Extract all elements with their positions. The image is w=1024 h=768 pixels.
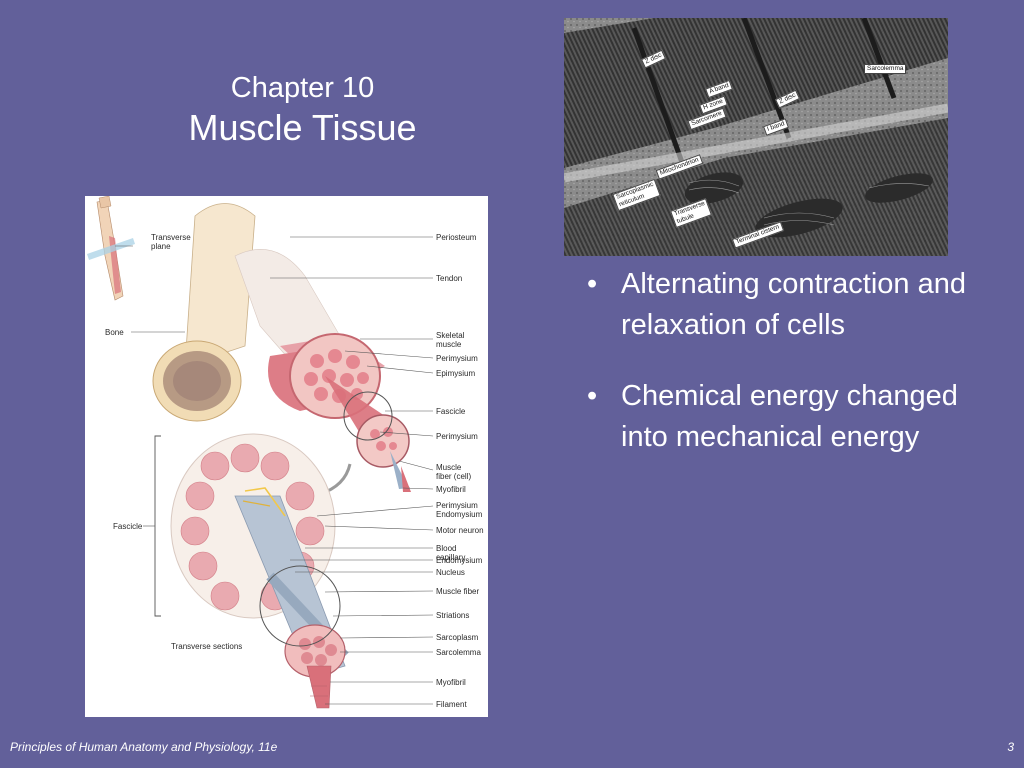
- bullet-icon: •: [587, 268, 598, 300]
- label-myofibril-2: Myofibril: [436, 678, 466, 687]
- transverse-plane-drawing: [87, 238, 135, 260]
- label-striations: Striations: [436, 611, 470, 620]
- bullet-icon: •: [587, 380, 598, 412]
- label-sarcoplasm: Sarcoplasm: [436, 633, 479, 642]
- bone-drawing: [184, 203, 256, 367]
- bullet-item: • Chemical energy changed into mechanica…: [585, 376, 1005, 458]
- fascicle-drawing: [356, 414, 410, 468]
- slide-title-block: Chapter 10 Muscle Tissue: [120, 70, 485, 150]
- label-filament: Filament: [436, 700, 467, 709]
- micro-label-sarcolemma: Sarcolemma: [864, 64, 907, 74]
- muscle-anatomy-illustration: Transverse plane Bone Fascicle Transvers…: [85, 196, 488, 717]
- label-fascicle-right: Fascicle: [436, 407, 466, 416]
- chapter-label: Chapter 10: [230, 72, 375, 104]
- bullet-text: Alternating contraction and relaxation o…: [621, 268, 966, 341]
- slide-title: Muscle Tissue: [188, 107, 417, 148]
- label-muscle-fiber: Muscle fiber: [436, 587, 480, 596]
- label-epimysium: Epimysium: [436, 369, 476, 378]
- bullet-text: Chemical energy changed into mechanical …: [621, 380, 958, 453]
- label-perimysium-1: Perimysium: [436, 354, 478, 363]
- label-endomysium: Endomysium: [436, 556, 483, 565]
- label-blood-capillary: Blood capillary: [436, 544, 466, 562]
- micrograph-drawing: [564, 18, 948, 256]
- leader-lines: [270, 236, 434, 705]
- label-perimysium-2: Perimysium: [436, 432, 478, 441]
- label-muscle-fiber-cell: Muscle fiber (cell): [436, 463, 472, 481]
- label-myofibril-1: Myofibril: [436, 485, 466, 494]
- label-skeletal-muscle: Skeletal muscle: [436, 331, 465, 349]
- label-transverse-sections: Transverse sections: [171, 642, 243, 651]
- bullet-list: • Alternating contraction and relaxation…: [585, 264, 1005, 488]
- label-periosteum: Periosteum: [436, 233, 477, 242]
- bullet-item: • Alternating contraction and relaxation…: [585, 264, 1005, 346]
- label-fascicle-left: Fascicle: [113, 522, 143, 531]
- label-transverse-plane: Transverse plane: [151, 233, 191, 251]
- anatomy-drawing: [87, 196, 434, 709]
- label-sarcolemma: Sarcolemma: [436, 648, 481, 657]
- page-number: 3: [1007, 740, 1014, 754]
- label-bone: Bone: [105, 328, 124, 337]
- label-motor-neuron: Motor neuron: [436, 526, 484, 535]
- label-nucleus: Nucleus: [436, 568, 465, 577]
- label-tendon: Tendon: [436, 274, 463, 283]
- electron-micrograph: Z disc Sarcolemma A band H zone Z disc S…: [564, 18, 948, 256]
- label-perimysium-endomysium: Perimysium Endomysium: [436, 501, 483, 519]
- footer-text: Principles of Human Anatomy and Physiolo…: [10, 740, 278, 754]
